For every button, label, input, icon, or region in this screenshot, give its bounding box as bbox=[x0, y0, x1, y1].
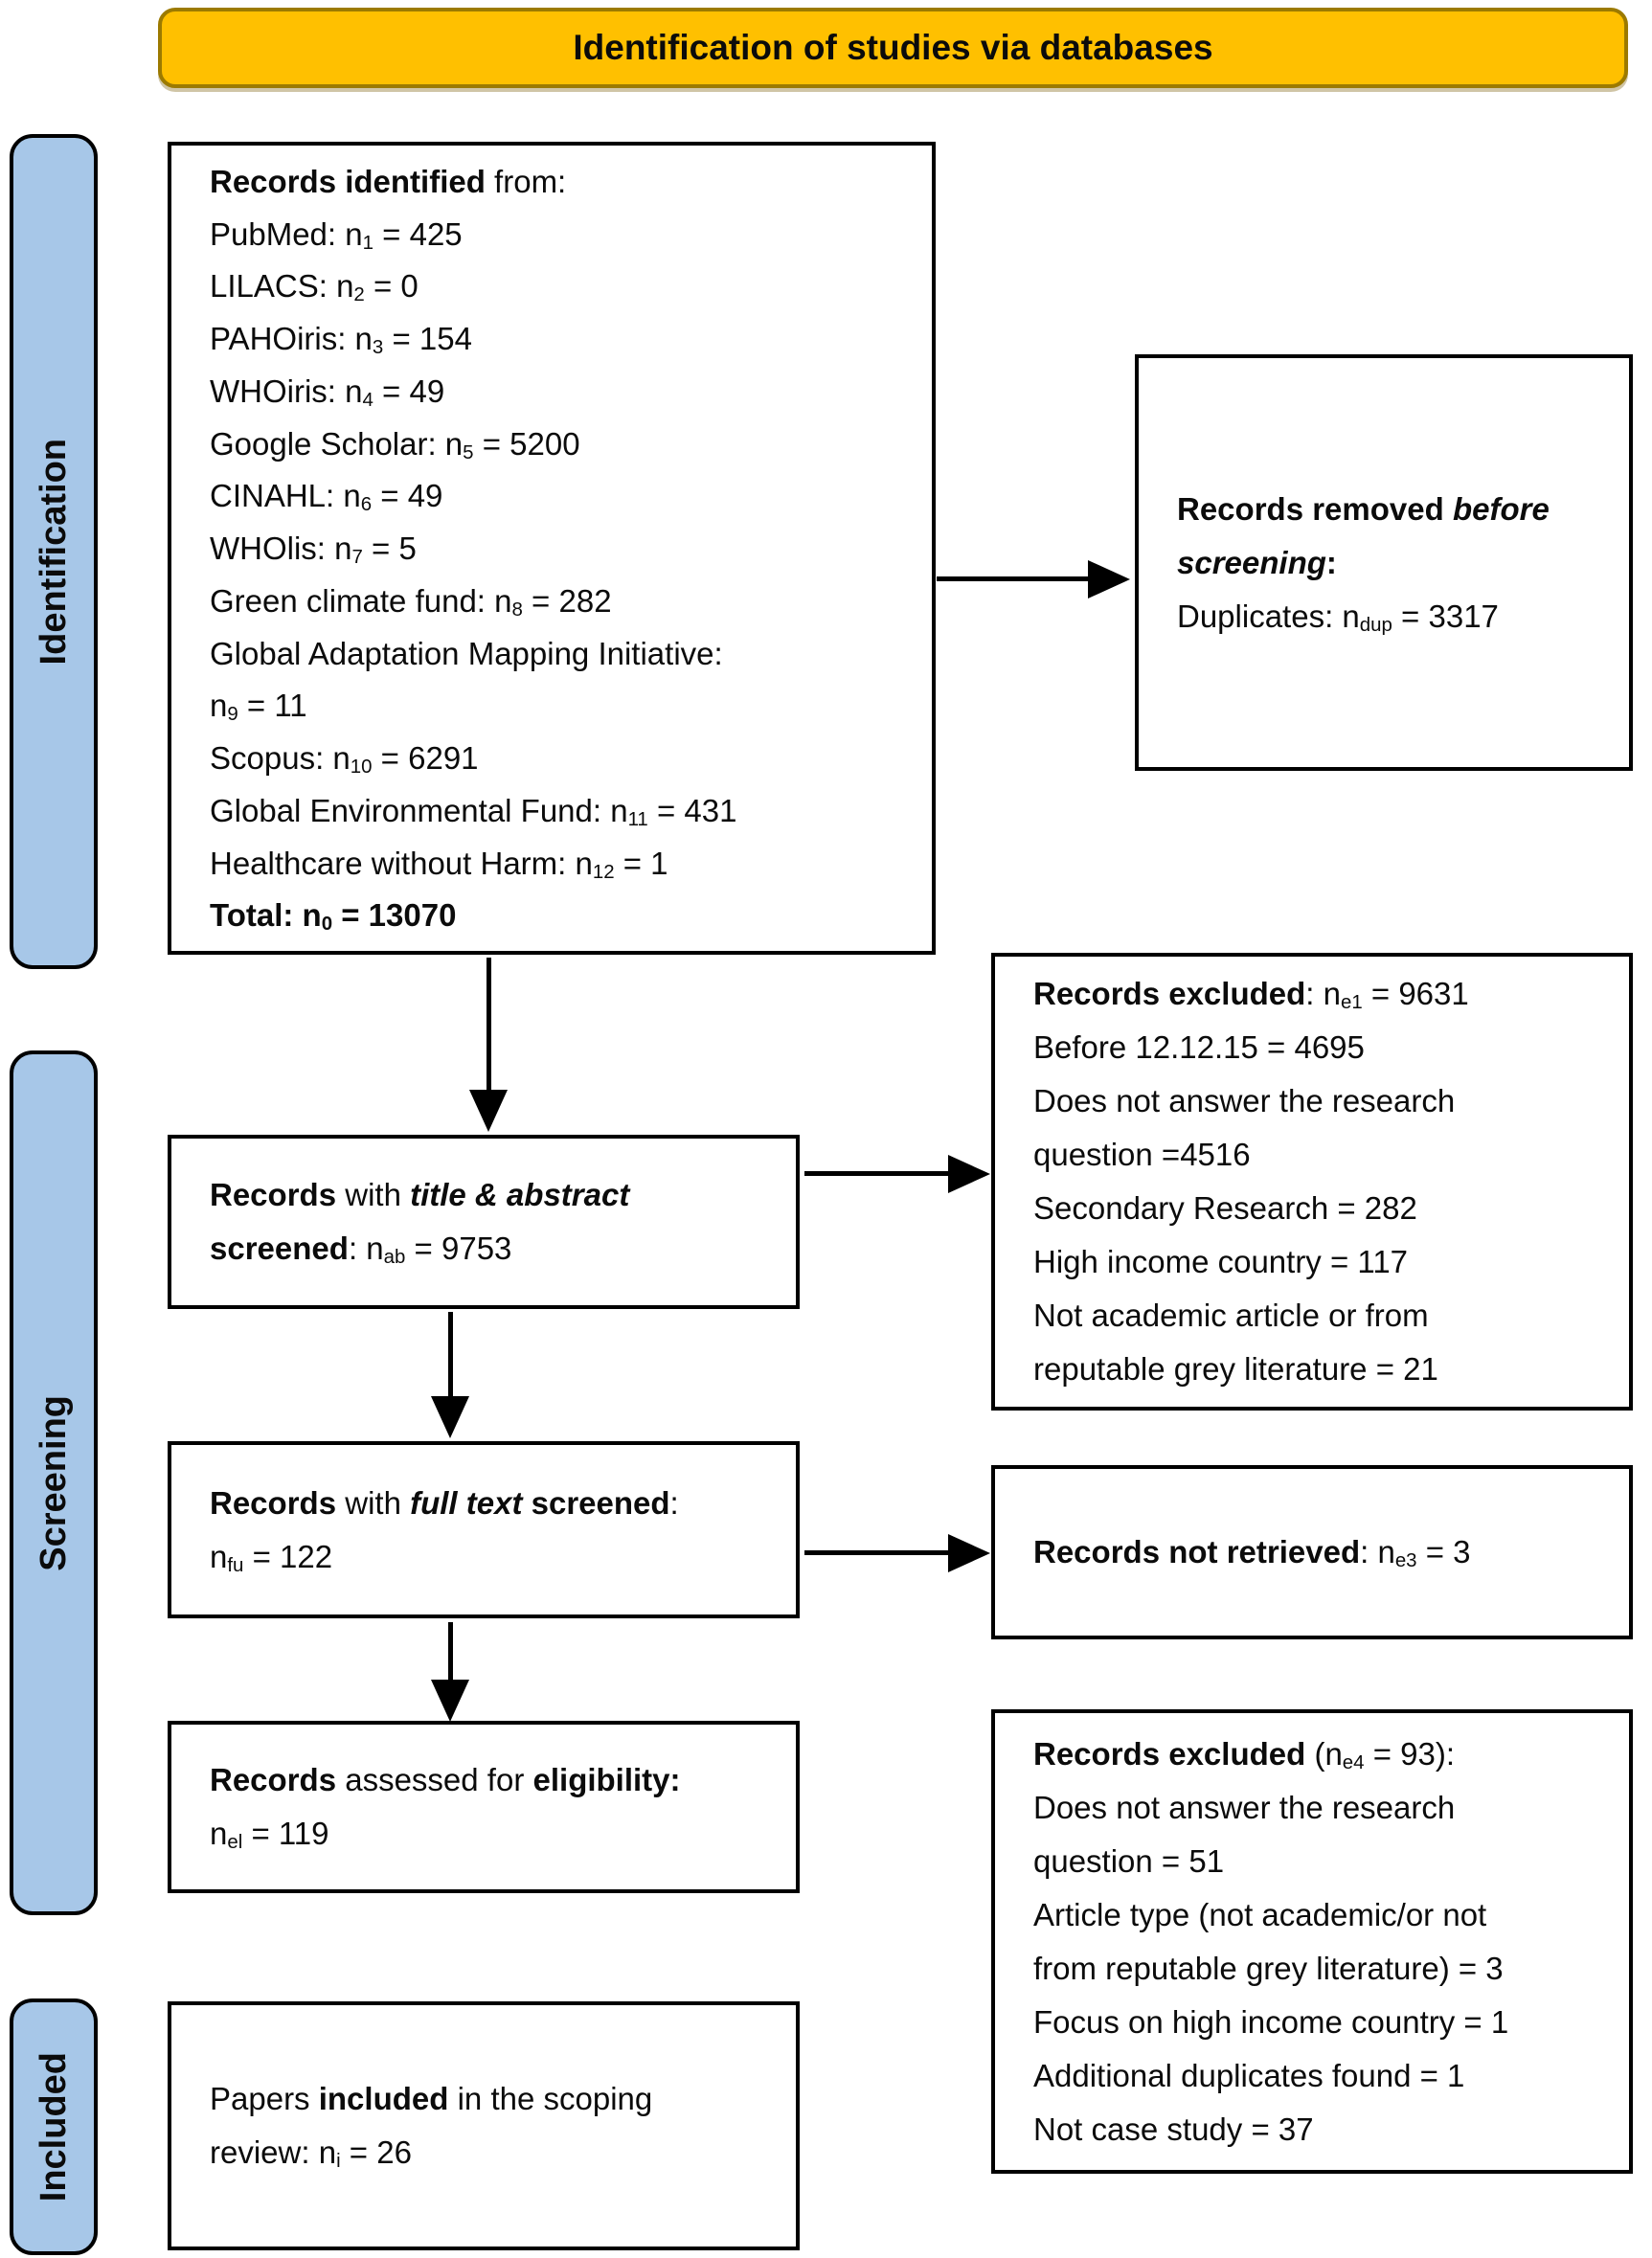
text-line: Records removed before bbox=[1177, 490, 1550, 527]
text-line: Duplicates: ndup = 3317 bbox=[1177, 598, 1499, 636]
box-records-identified: Records identified from: PubMed: n1 = 425… bbox=[168, 142, 936, 955]
arrow-identified-to-removed-head-icon bbox=[1088, 560, 1130, 598]
text-line: Records not retrieved: ne3 = 3 bbox=[1033, 1534, 1471, 1572]
text-line: screened: nab = 9753 bbox=[210, 1231, 512, 1269]
arrow-fulltext-to-notretrieved-stem bbox=[804, 1550, 950, 1555]
text-line: CINAHL: n6 = 49 bbox=[210, 478, 443, 516]
text-line: WHOlis: n7 = 5 bbox=[210, 531, 417, 569]
text-line: question = 51 bbox=[1033, 1842, 1225, 1879]
text-line: Healthcare without Harm: n12 = 1 bbox=[210, 845, 668, 883]
diagram-title: Identification of studies via databases bbox=[573, 28, 1213, 67]
text-line: Global Adaptation Mapping Initiative: bbox=[210, 635, 723, 671]
stage-label-included: Included bbox=[33, 2051, 74, 2202]
stage-label-identification: Identification bbox=[33, 438, 74, 666]
text-line: review: ni = 26 bbox=[210, 2134, 412, 2173]
arrow-identified-to-screened-head-icon bbox=[469, 1090, 508, 1132]
box-title-abstract-screened: Records with title & abstract screened: n… bbox=[168, 1135, 800, 1309]
text-line: Papers included in the scoping bbox=[210, 2081, 653, 2116]
box-records-excluded-e4: Records excluded (ne4 = 93): Does not ans… bbox=[991, 1709, 1633, 2174]
text-line: Not academic article or from bbox=[1033, 1298, 1429, 1333]
stage-label-screening: Screening bbox=[33, 1394, 74, 1571]
text-line: Records with full text screened: bbox=[210, 1484, 679, 1521]
text-line: Does not answer the research bbox=[1033, 1083, 1456, 1118]
text-line: Google Scholar: n5 = 5200 bbox=[210, 425, 580, 463]
text-line: PAHOiris: n3 = 154 bbox=[210, 321, 472, 359]
text-line: Records with title & abstract bbox=[210, 1177, 630, 1212]
text-line: High income country = 117 bbox=[1033, 1244, 1409, 1279]
text-line: reputable grey literature = 21 bbox=[1033, 1351, 1438, 1387]
stage-bar-identification: Identification bbox=[10, 134, 98, 969]
text-line: Records excluded (ne4 = 93): bbox=[1033, 1735, 1456, 1773]
arrow-identified-to-removed-stem bbox=[937, 576, 1090, 581]
text-line: Article type (not academic/or not bbox=[1033, 1896, 1487, 1932]
text-line: WHOiris: n4 = 49 bbox=[210, 373, 445, 412]
text-line: Secondary Research = 282 bbox=[1033, 1190, 1417, 1226]
arrow-fulltext-to-eligibility-stem bbox=[448, 1622, 453, 1683]
text-line: question =4516 bbox=[1033, 1137, 1251, 1172]
text-line: PubMed: n1 = 425 bbox=[210, 215, 463, 254]
text-line: Additional duplicates found = 1 bbox=[1033, 2057, 1465, 2093]
text-line: Green climate fund: n8 = 282 bbox=[210, 582, 612, 621]
diagram-header: Identification of studies via databases bbox=[158, 8, 1628, 88]
text-line: Scopus: n10 = 6291 bbox=[210, 740, 479, 779]
arrow-screened-to-excluded-stem bbox=[804, 1171, 950, 1176]
text-line: from reputable grey literature) = 3 bbox=[1033, 1950, 1504, 1986]
arrow-screened-to-fulltext-stem bbox=[448, 1312, 453, 1400]
text-line: Total: n0 = 13070 bbox=[210, 897, 457, 936]
text-line: Records excluded: ne1 = 9631 bbox=[1033, 976, 1469, 1014]
box-papers-included: Papers included in the scoping review: ni… bbox=[168, 2001, 800, 2250]
text-line: Focus on high income country = 1 bbox=[1033, 2003, 1509, 2040]
text-line: Not case study = 37 bbox=[1033, 2111, 1314, 2147]
arrow-fulltext-to-eligibility-head-icon bbox=[431, 1680, 469, 1722]
stage-bar-screening: Screening bbox=[10, 1050, 98, 1915]
arrow-fulltext-to-notretrieved-head-icon bbox=[948, 1534, 990, 1572]
text-line: LILACS: n2 = 0 bbox=[210, 268, 419, 306]
arrow-screened-to-fulltext-head-icon bbox=[431, 1396, 469, 1438]
box-records-removed-before-screening: Records removed before screening: Duplicat… bbox=[1135, 354, 1633, 771]
arrow-screened-to-excluded-head-icon bbox=[948, 1155, 990, 1193]
text-line: screening: bbox=[1177, 544, 1337, 580]
box-full-text-screened: Records with full text screened: nfu = 12… bbox=[168, 1441, 800, 1618]
box-assessed-eligibility: Records assessed for eligibility: nel = 1… bbox=[168, 1721, 800, 1893]
text-line: Records assessed for eligibility: bbox=[210, 1762, 681, 1797]
box-records-not-retrieved: Records not retrieved: ne3 = 3 bbox=[991, 1465, 1633, 1639]
text-line: Records identified from: bbox=[210, 164, 567, 199]
text-line: Does not answer the research bbox=[1033, 1789, 1456, 1825]
arrow-identified-to-screened-stem bbox=[487, 958, 491, 1092]
text-line: Global Environmental Fund: n11 = 431 bbox=[210, 792, 737, 830]
text-line: nel = 119 bbox=[210, 1816, 329, 1854]
text-line: Before 12.12.15 = 4695 bbox=[1033, 1029, 1365, 1065]
text-line: n9 = 11 bbox=[210, 688, 307, 726]
text-line: nfu = 122 bbox=[210, 1538, 333, 1576]
stage-bar-included: Included bbox=[10, 1998, 98, 2255]
